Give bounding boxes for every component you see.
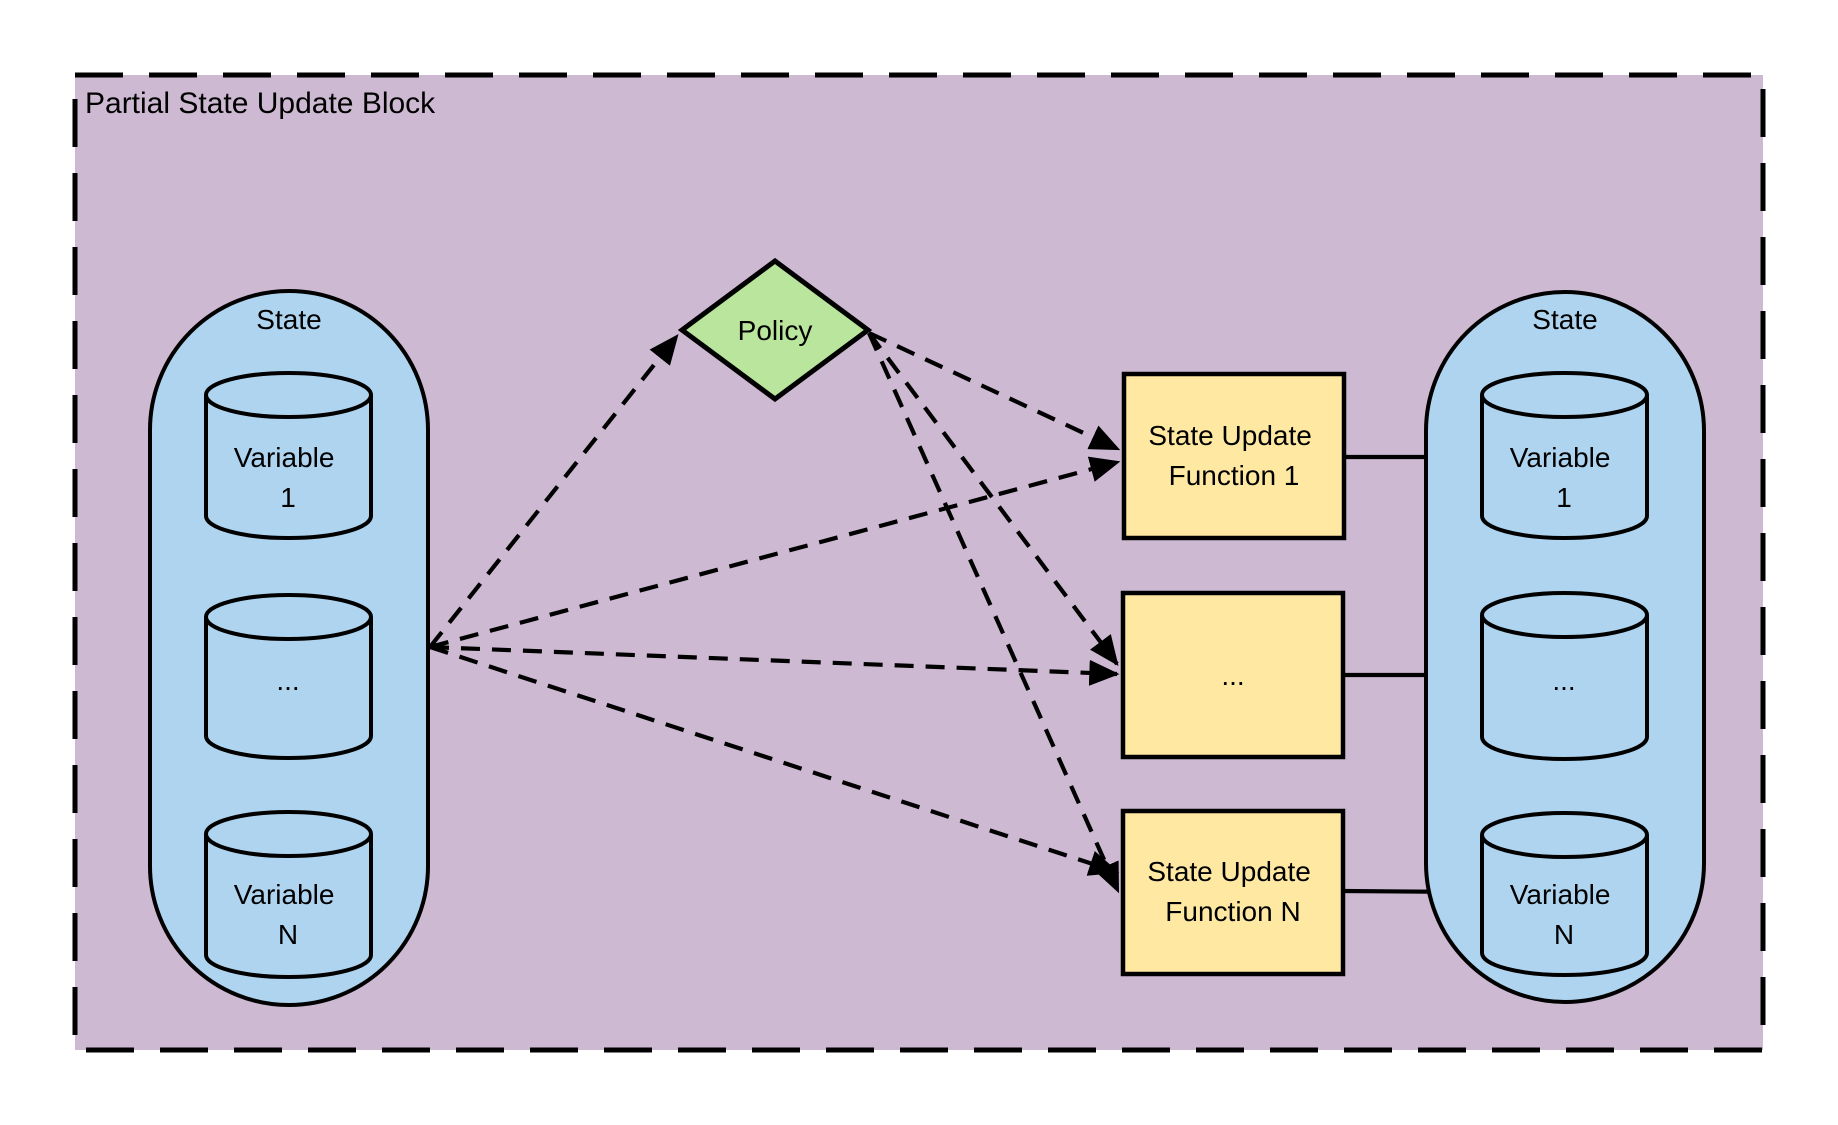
right-variable-mid-cylinder: ... [1480, 591, 1649, 761]
right-variable-1-label: Variable 1 [1510, 442, 1618, 513]
left-variable-n-label: Variable N [234, 879, 342, 950]
dashed-edges-from-state [428, 334, 1121, 876]
edge-state-to-function-1 [429, 456, 1121, 650]
right-variable-mid-label: ... [1552, 665, 1575, 696]
left-state-title: State [256, 304, 321, 335]
policy-label: Policy [738, 315, 813, 346]
edge-policy-to-function-1 [868, 331, 1121, 451]
edge-state-to-policy [428, 334, 679, 649]
edge-policy-to-function-mid [867, 331, 1119, 667]
right-state-title: State [1532, 304, 1597, 335]
state-update-function-n: State Update Function N [1120, 808, 1346, 977]
state-update-function-mid-label: ... [1221, 660, 1244, 691]
state-update-function-n-shape [1120, 808, 1346, 977]
edge-state-to-function-mid [429, 644, 1120, 686]
left-variable-mid-label: ... [276, 665, 299, 696]
right-variable-1-cylinder: Variable 1 [1480, 371, 1649, 540]
left-state-container: State Variable 1 ... Variable N [148, 289, 430, 1007]
dashed-edges-from-policy [867, 331, 1121, 894]
left-variable-1-label: Variable 1 [234, 442, 342, 513]
left-variable-n-cylinder: Variable N [204, 810, 373, 979]
state-update-function-n-label: State Update Function N [1147, 856, 1318, 927]
state-update-function-1: State Update Function 1 [1121, 371, 1347, 541]
policy-node: Policy [677, 257, 873, 403]
state-update-function-1-shape [1121, 371, 1347, 541]
right-variable-n-label: Variable N [1510, 879, 1618, 950]
state-update-function-mid: ... [1120, 590, 1346, 760]
edge-state-to-function-n [429, 645, 1120, 876]
right-variable-n-cylinder: Variable N [1480, 811, 1649, 977]
right-state-container: State Variable 1 ... Variable N [1424, 290, 1706, 1004]
block-title: Partial State Update Block [85, 87, 436, 120]
state-update-function-1-label: State Update Function 1 [1148, 420, 1319, 491]
edge-policy-to-function-n [867, 332, 1120, 894]
policy-shape [677, 257, 873, 403]
left-variable-1-cylinder: Variable 1 [204, 371, 373, 540]
state-update-function-mid-shape [1120, 590, 1346, 760]
left-variable-mid-cylinder: ... [204, 593, 373, 760]
